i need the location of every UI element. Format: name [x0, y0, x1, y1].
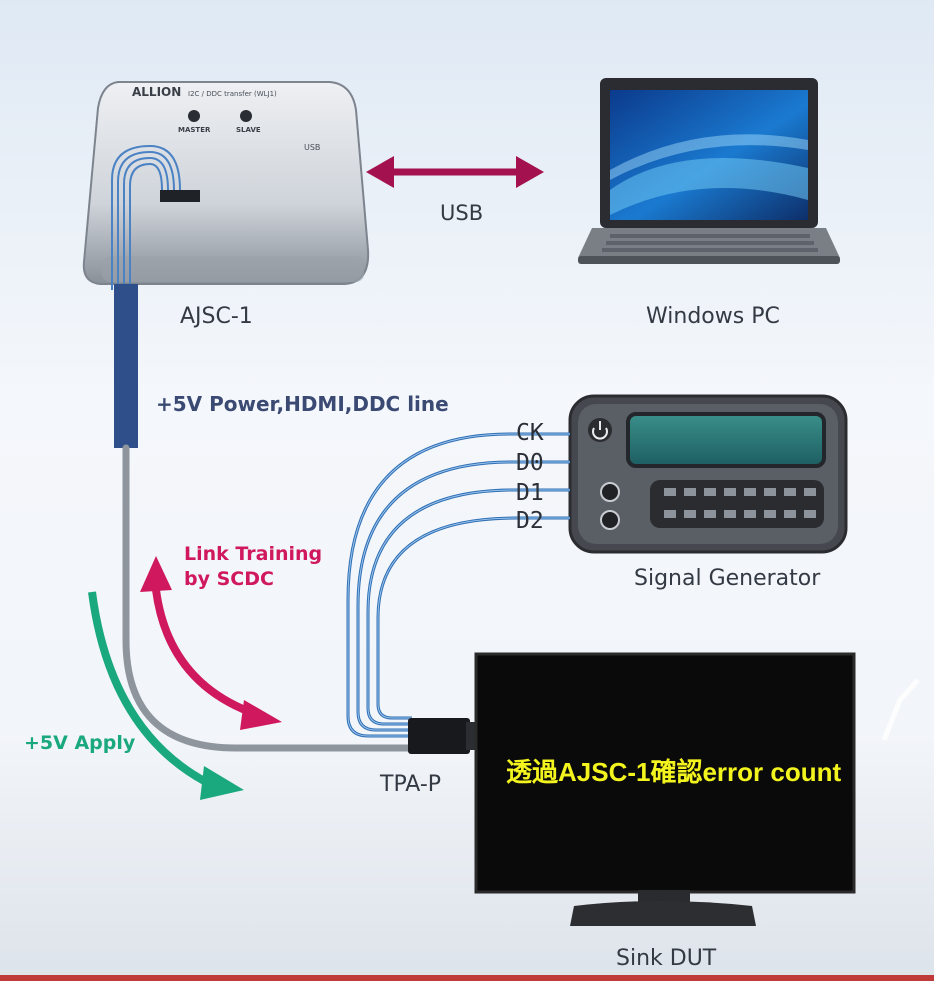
tpa-p-connector: [408, 718, 476, 754]
windows-pc-label: Windows PC: [646, 304, 780, 329]
keypad: [664, 488, 816, 518]
apply-label: +5V Apply: [24, 732, 136, 754]
bottom-progress-bar: [0, 975, 934, 981]
ajsc-label: AJSC-1: [180, 304, 253, 329]
watermark-decoration: [881, 678, 920, 741]
ajsc-wire-loops: [111, 144, 181, 290]
usb-double-arrow: [366, 156, 544, 188]
usb-label: USB: [440, 201, 484, 225]
signal-d0-label: D0: [516, 450, 544, 476]
ajsc-device: ALLION I2C / DDC transfer (WLJ1) MASTER …: [82, 81, 370, 290]
master-label: MASTER: [178, 126, 211, 134]
link-training-label: Link Training by SCDC: [184, 542, 322, 592]
sink-dut-label: Sink DUT: [616, 946, 717, 971]
ajsc-connector: [160, 190, 200, 202]
signal-ck-label: CK: [516, 420, 544, 446]
power-line-label: +5V Power,HDMI,DDC line: [156, 392, 449, 416]
master-led-icon: [188, 110, 200, 122]
laptop-icon: [578, 78, 840, 264]
slave-led-icon: [240, 110, 252, 122]
signal-d2-label: D2: [516, 508, 544, 534]
hdmi-cable: [114, 284, 414, 752]
link-training-line1: Link Training: [184, 543, 323, 565]
tpa-p-label: TPA-P: [380, 772, 442, 797]
screen-message: 透過AJSC-1確認error count: [506, 757, 842, 787]
ajsc-brand: ALLION: [132, 85, 181, 99]
ajsc-model-line: I2C / DDC transfer (WLJ1): [188, 90, 277, 98]
signal-generator-icon: [568, 394, 848, 554]
link-training-line2: by SCDC: [184, 568, 274, 590]
usb-port-label: USB: [304, 143, 320, 152]
signal-generator-label: Signal Generator: [634, 566, 821, 591]
signal-wires-inner: [347, 433, 570, 737]
slave-label: SLAVE: [236, 126, 261, 134]
signal-d1-label: D1: [516, 480, 544, 506]
sink-dut-monitor: [474, 652, 856, 926]
apply-arrow: [88, 591, 244, 800]
link-training-arrow: [140, 556, 282, 730]
